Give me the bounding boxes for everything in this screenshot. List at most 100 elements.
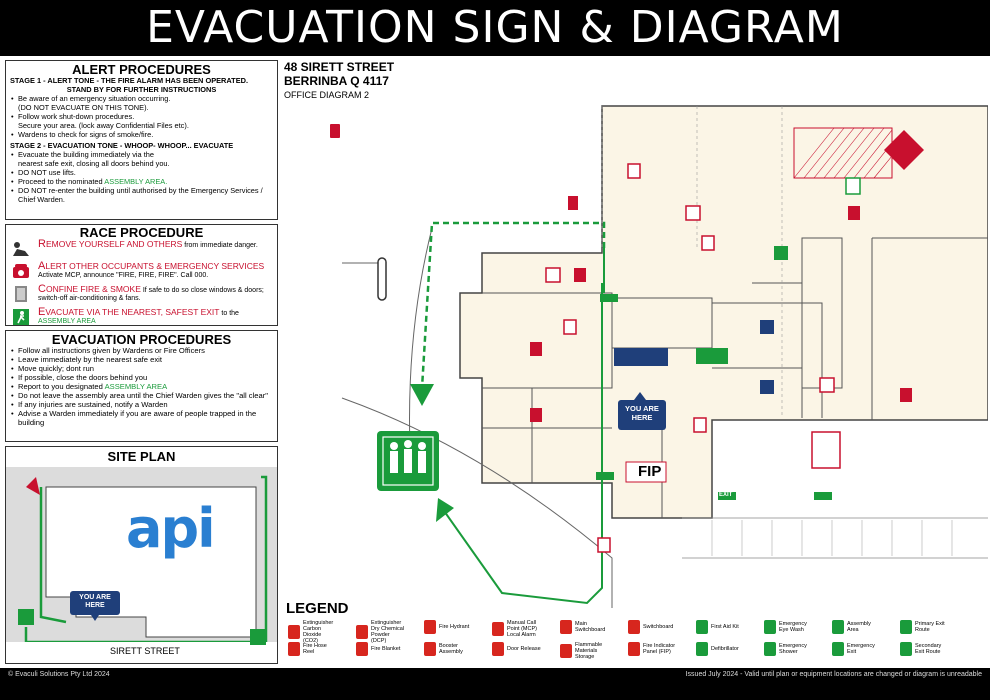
door-icon [10,285,32,303]
legend-label: Switchboard [643,624,674,630]
stage2-title: STAGE 2 - EVACUATION TONE - WHOOP- WHOOP… [10,141,234,150]
floor-plan-drawing [330,105,989,608]
legend-item: Emergency Shower [764,642,813,656]
legend-item: Flammable Materials Storage [560,642,609,660]
site-plan-drawing [6,467,277,663]
legend-item: Extinguisher Carbon Dioxide (CO2) [288,620,337,644]
flammable-icon [560,644,572,658]
address-line2: BERRINBA Q 4117 [284,74,389,88]
fire-hose-reel-icon [288,642,300,656]
legend-label: First Aid Kit [711,624,739,630]
manual-call-point-icon [492,622,504,636]
legend-label: Booster Assembly [439,643,463,655]
race-alert-row: ALERT OTHER OCCUPANTS & EMERGENCY SERVIC… [10,260,273,281]
legend-item: Fire Hose Reel [288,642,337,656]
legend-item: Fire Hydrant [424,620,473,634]
stage2-list: Evacuate the building immediately via th… [10,150,273,204]
legend-label: Defibrillator [711,646,739,652]
race-evacuate-row: EVACUATE VIA THE NEAREST, SAFEST EXIT to… [10,306,273,327]
fip-label: FIP [638,463,662,480]
door-release-icon [492,642,504,656]
alert-procedures-panel: ALERT PROCEDURES STAGE 1 - ALERT TONE - … [5,60,278,220]
legend-label: Emergency Exit [847,643,875,655]
list-item: nearest safe exit, closing all doors beh… [18,159,170,168]
copyright: © Evaculi Solutions Pty Ltd 2024 [8,671,110,678]
person-icon [10,240,32,258]
legend-label: Extinguisher Carbon Dioxide (CO2) [303,620,334,644]
evac-heading: EVACUATION PROCEDURES [51,332,232,347]
legend-item: Switchboard [628,620,677,634]
legend-item: Emergency Eye Wash [764,620,813,634]
list-item: Follow work shut-down procedures. [11,112,273,121]
list-item: DO NOT use lifts. [11,168,273,177]
list-item: Move quickly; dont run [11,364,273,373]
eye-wash-icon [764,620,776,634]
list-item: DO NOT re-enter the building until autho… [11,186,273,204]
legend-item: Manual Call Point (MCP) Local Alarm [492,620,541,638]
race-procedure-panel: RACE PROCEDURE REMOVE YOURSELF AND OTHER… [5,224,278,326]
fire-blanket-icon [356,642,368,656]
legend-label: Primary Exit Route [915,621,945,633]
legend-item: Primary Exit Route [900,620,949,634]
diagram-name: OFFICE DIAGRAM 2 [284,90,370,100]
site-heading: SITE PLAN [107,449,176,464]
stage1-list: Be aware of an emergency situation occur… [10,94,273,139]
list-item: Leave immediately by the nearest safe ex… [11,355,273,364]
list-item: If any injuries are sustained, notify a … [11,400,273,409]
legend: LEGEND Extinguisher Carbon Dioxide (CO2)… [282,600,988,666]
street-label: SIRETT STREET [110,646,180,656]
page-title: EVACUATION SIGN & DIAGRAM [0,0,990,56]
list-item: Secure your area. (lock away Confidentia… [18,121,189,130]
legend-item: Extinguisher Dry Chemical Powder (DCP) [356,620,405,644]
list-item: (DO NOT EVACUATE ON THIS TONE). [18,103,149,112]
footer: © Evaculi Solutions Pty Ltd 2024 Issued … [0,668,990,700]
exit-sign: EXIT [719,492,733,498]
alert-heading: ALERT PROCEDURES [72,62,211,77]
legend-item: Fire Indicator Panel (FIP) [628,642,677,656]
legend-label: Emergency Shower [779,643,807,655]
list-item: Do not leave the assembly area until the… [11,391,273,400]
extinguisher-co2-icon [288,625,300,639]
issue-note: Issued July 2024 - Valid until plan or e… [685,671,982,678]
exit-icon [832,642,844,656]
shower-icon [764,642,776,656]
exit-running-man-icon [10,308,32,326]
assembly-area-text: ASSEMBLY AREA. [104,177,168,186]
list-item: Be aware of an emergency situation occur… [11,94,273,103]
list-item: If possible, close the doors behind you [11,373,273,382]
secondary-route-icon [900,642,912,656]
legend-item: Assembly Area [832,620,881,634]
legend-title: LEGEND [286,600,349,617]
legend-label: Door Release [507,646,541,652]
address-line1: 48 SIRETT STREET [284,60,395,74]
main-switchboard-icon [560,620,572,634]
legend-item: Defibrillator [696,642,745,656]
legend-item: First Aid Kit [696,620,745,634]
evac-list: Follow all instructions given by Wardens… [10,346,273,427]
list-item: Evacuate the building immediately via th… [11,150,273,159]
legend-item: Door Release [492,642,541,656]
list-item: Wardens to check for signs of smoke/fire… [11,130,273,139]
switchboard-icon [628,620,640,634]
booster-assembly-icon [424,642,436,656]
race-remove-row: REMOVE YOURSELF AND OTHERS from immediat… [10,238,273,258]
stage1-subtitle: STAND BY FOR FURTHER INSTRUCTIONS [66,85,217,94]
assembly-area-icon [832,620,844,634]
race-confine-row: CONFINE FIRE & SMOKE If safe to do so cl… [10,283,273,304]
telephone-icon [10,262,32,280]
legend-label: Flammable Materials Storage [575,642,603,660]
first-aid-icon [696,620,708,634]
fire-hydrant-icon [424,620,436,634]
primary-route-icon [900,620,912,634]
legend-label: Secondary Exit Route [915,643,942,655]
stage1-title: STAGE 1 - ALERT TONE - THE FIRE ALARM HA… [10,76,249,85]
legend-item: Fire Blanket [356,642,405,656]
list-item: Advise a Warden immediately if you are a… [11,409,273,427]
legend-label: Fire Indicator Panel (FIP) [643,643,676,655]
evacuation-procedures-panel: EVACUATION PROCEDURES Follow all instruc… [5,330,278,442]
defibrillator-icon [696,642,708,656]
address-block: 48 SIRETT STREET BERRINBA Q 4117 OFFICE … [284,60,394,102]
